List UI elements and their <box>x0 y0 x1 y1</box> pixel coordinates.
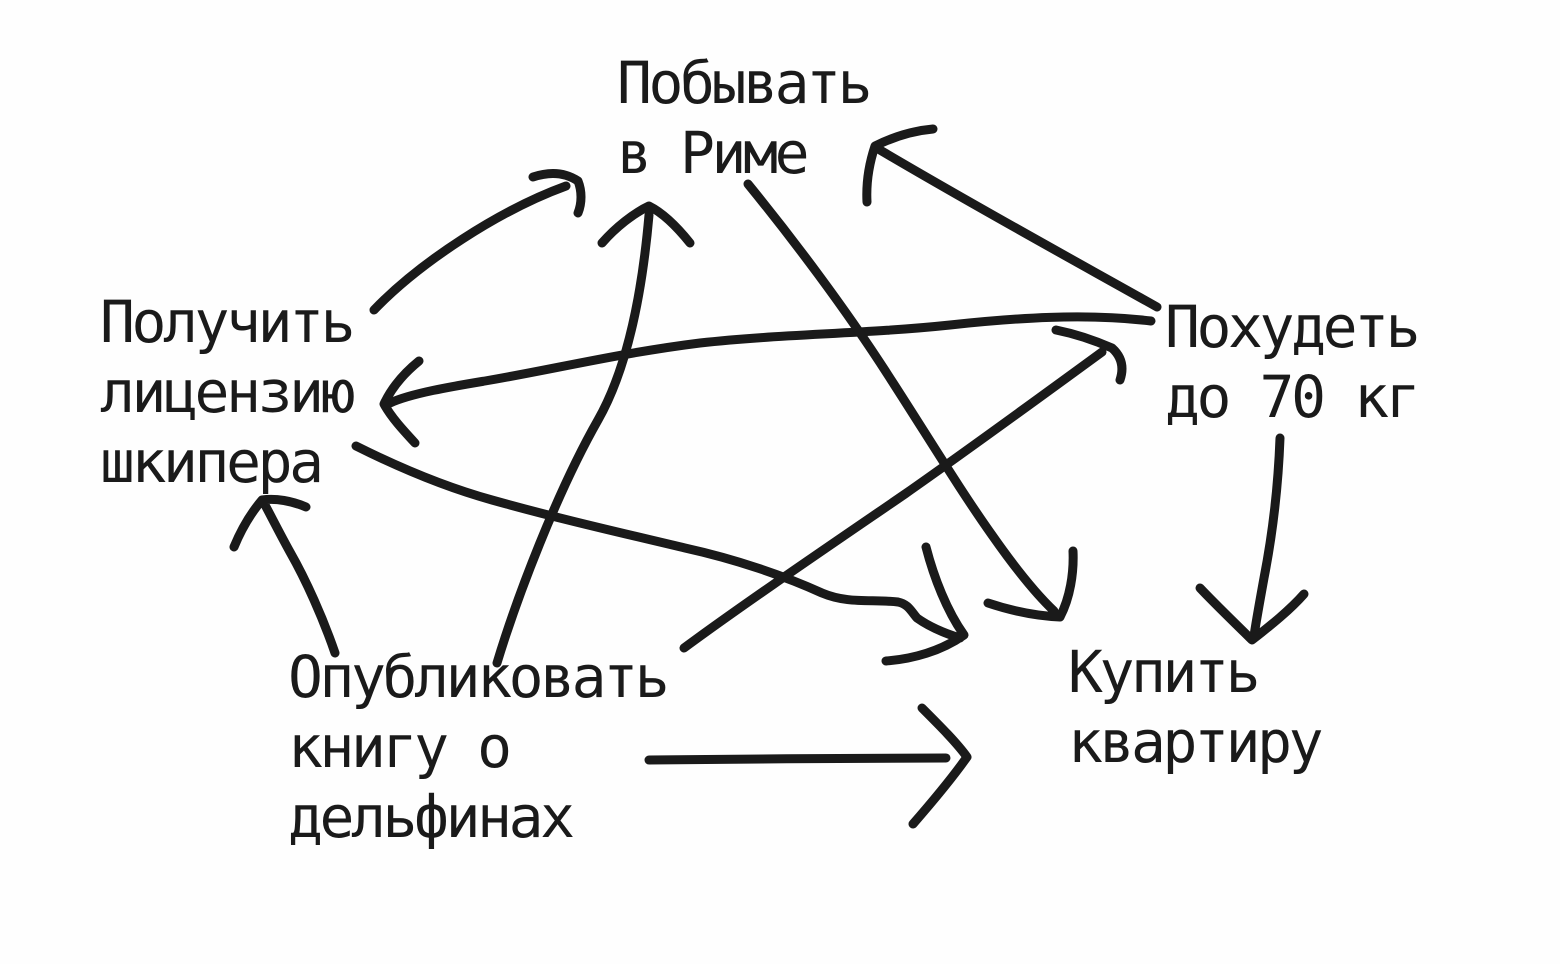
arrow-publish-book-to-lose-weight <box>679 325 1127 653</box>
arrow-lose-weight-to-visit-rome <box>862 124 1162 312</box>
arrow-lose-weight-to-buy-apartment <box>1195 433 1309 645</box>
goal-node-publish-book: Опубликовать книгу о дельфинах <box>288 643 670 851</box>
goal-node-skipper-license: Получить лицензию шкипера <box>100 288 356 496</box>
arrow-publish-book-to-buy-apartment <box>644 703 972 829</box>
goal-node-lose-weight: Похудеть до 70 кг <box>1165 293 1421 431</box>
goal-node-buy-apartment: Купить квартиру <box>1068 638 1324 776</box>
arrow-lose-weight-to-skipper-license <box>379 312 1156 448</box>
goal-node-visit-rome: Побывать в Риме <box>617 49 873 187</box>
arrow-skipper-license-to-buy-apartment <box>351 441 969 666</box>
arrow-skipper-license-to-visit-rome <box>369 169 586 315</box>
arrow-publish-book-to-visit-rome <box>492 201 695 668</box>
arrow-publish-book-to-skipper-license <box>229 494 340 658</box>
arrow-visit-rome-to-buy-apartment <box>743 179 1078 622</box>
